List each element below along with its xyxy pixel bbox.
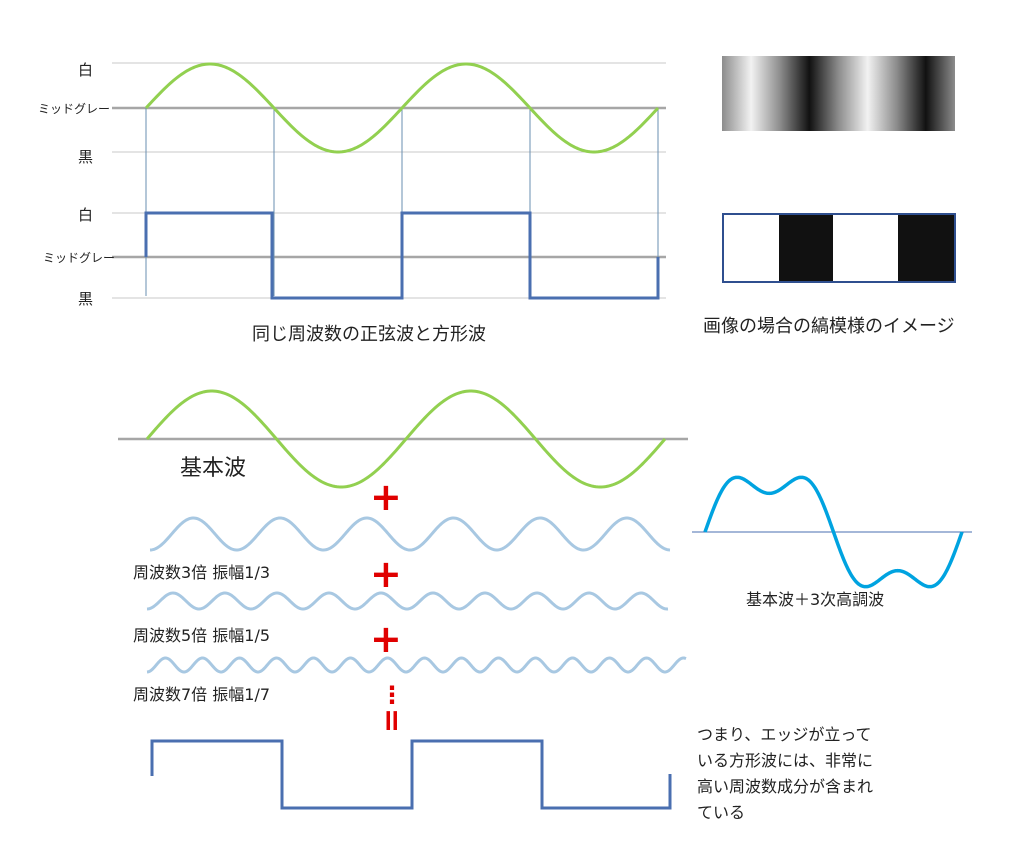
- plus-operator-1: +: [370, 475, 402, 519]
- fifth-harmonic-wave: [146, 591, 669, 611]
- equals-operator: =: [374, 708, 409, 734]
- sum-wave-caption: 基本波＋3次高調波: [746, 590, 885, 609]
- hard-stripe-image: [722, 213, 956, 283]
- sine-white-label: 白: [78, 61, 94, 79]
- harmonic-5-label: 周波数5倍 振幅1/5: [133, 626, 271, 645]
- harmonic-3-label: 周波数3倍 振幅1/3: [133, 563, 271, 582]
- square-midgray-label: ミッドグレー: [43, 251, 116, 265]
- seventh-harmonic-wave: [146, 656, 687, 674]
- sum-wave: [703, 475, 964, 589]
- sine-black-label: 黒: [78, 148, 94, 166]
- top-diagram-caption: 同じ周波数の正弦波と方形波: [252, 324, 486, 345]
- square-black-label: 黒: [78, 290, 94, 308]
- plus-operator-2: +: [370, 552, 402, 596]
- third-harmonic-wave: [149, 516, 671, 552]
- top-sine-wave: [144, 62, 660, 154]
- stripe-image-caption: 画像の場合の縞模様のイメージ: [703, 316, 955, 337]
- square-white-label: 白: [78, 206, 94, 224]
- conclusion-note: つまり、エッジが立っている方形波には、非常に高い周波数成分が含まれている: [697, 725, 874, 822]
- ellipsis-operator: ⋮: [380, 681, 404, 709]
- fundamental-wave: [145, 389, 667, 489]
- top-square-wave: [144, 211, 660, 300]
- sine-midgray-label: ミッドグレー: [38, 102, 111, 116]
- plus-operator-3: +: [370, 617, 402, 661]
- gradient-stripe-image: [722, 56, 955, 131]
- harmonic-7-label: 周波数7倍 振幅1/7: [133, 685, 271, 704]
- result-square-wave: [150, 739, 672, 810]
- fundamental-label: 基本波: [180, 456, 247, 481]
